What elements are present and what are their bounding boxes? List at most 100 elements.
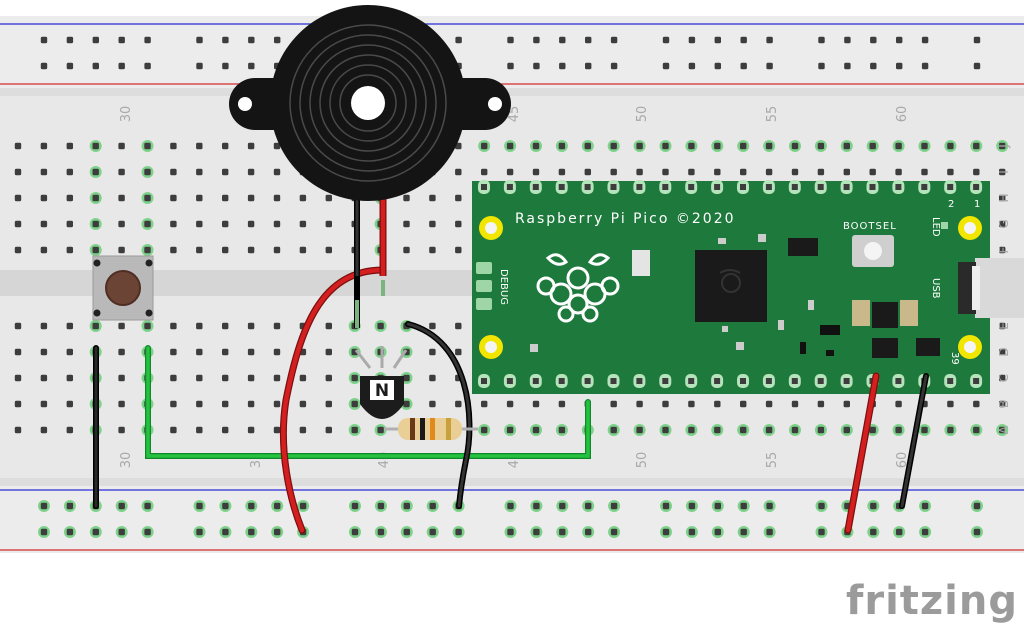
breadboard-hole	[688, 426, 695, 434]
breadboard-hole	[662, 400, 669, 408]
breadboard-hole	[532, 400, 540, 408]
breadboard-hole	[14, 322, 22, 330]
breadboard-hole	[196, 348, 203, 356]
breadboard-hole	[247, 220, 255, 228]
breadboard-hole	[455, 246, 462, 254]
pico-pin-hole	[558, 378, 565, 384]
breadboard-hole	[66, 502, 74, 510]
breadboard-hole	[144, 194, 151, 202]
breadboard-hole	[92, 142, 99, 150]
breadboard-hole	[247, 322, 255, 330]
breadboard-hole	[222, 168, 229, 176]
row-label: J	[997, 144, 1011, 149]
pico-pin-hole	[843, 378, 850, 384]
breadboard-hole	[844, 36, 851, 44]
breadboard-hole	[403, 246, 410, 254]
breadboard-hole	[196, 36, 203, 44]
pico-pin-hole	[688, 378, 695, 384]
breadboard-hole	[40, 246, 48, 254]
breadboard-hole	[170, 322, 177, 330]
breadboard-hole	[870, 502, 877, 510]
breadboard-hole	[714, 502, 721, 510]
pico-pin-hole	[636, 184, 643, 190]
breadboard-hole	[533, 36, 540, 44]
smd-part	[826, 350, 834, 356]
piezo-buzzer	[229, 5, 511, 328]
push-button	[92, 255, 154, 321]
breadboard-hole	[299, 194, 307, 202]
breadboard-hole	[196, 220, 203, 228]
breadboard-hole	[66, 36, 74, 44]
debug-label: DEBUG	[498, 269, 509, 305]
breadboard-hole	[947, 168, 954, 176]
breadboard-hole	[817, 400, 825, 408]
breadboard-hole	[610, 142, 617, 150]
breadboard-hole	[818, 36, 825, 44]
breadboard-hole	[299, 502, 307, 510]
breadboard-hole	[636, 142, 643, 150]
breadboard-hole	[973, 502, 981, 510]
breadboard-hole	[325, 348, 332, 356]
breadboard-hole	[273, 194, 281, 202]
breadboard-hole	[559, 36, 566, 44]
breadboard-hole	[818, 62, 825, 70]
breadboard-hole	[92, 168, 99, 176]
breadboard-hole	[144, 322, 151, 330]
breadboard-hole	[40, 348, 48, 356]
breadboard-hole	[585, 528, 592, 536]
breadboard-hole	[118, 36, 125, 44]
breadboard-hole	[688, 36, 696, 44]
row-label: H	[997, 193, 1011, 202]
breadboard-hole	[118, 426, 125, 434]
breadboard-hole	[429, 528, 436, 536]
breadboard-hole	[714, 400, 721, 408]
pin2-label: 2	[948, 199, 954, 210]
breadboard-hole	[921, 502, 929, 510]
breadboard-hole	[40, 322, 48, 330]
breadboard-hole	[869, 168, 876, 176]
breadboard-hole	[533, 62, 540, 70]
breadboard-hole	[274, 502, 281, 510]
breadboard-hole	[532, 142, 540, 150]
breadboard-hole	[507, 36, 514, 44]
breadboard-hole	[325, 220, 332, 228]
breadboard-hole	[870, 528, 877, 536]
breadboard-hole	[429, 374, 436, 382]
smd-part	[736, 342, 744, 350]
bottom-power-rail	[0, 486, 1024, 553]
breadboard-hole	[403, 220, 410, 228]
breadboard-hole	[921, 142, 928, 150]
mounting-holes	[479, 216, 982, 359]
breadboard-hole	[170, 220, 177, 228]
smd-part	[758, 234, 766, 242]
pico-pin-hole	[817, 378, 824, 384]
breadboard-hole	[247, 194, 255, 202]
breadboard-hole	[740, 62, 747, 70]
breadboard-hole	[429, 400, 436, 408]
breadboard-hole	[40, 528, 48, 536]
breadboard-hole	[636, 400, 643, 408]
breadboard-hole	[766, 528, 773, 536]
row-label: D	[997, 347, 1011, 356]
breadboard-hole	[14, 168, 22, 176]
breadboard-hole	[273, 348, 281, 356]
breadboard-hole	[999, 400, 1006, 408]
row-label: A	[997, 425, 1011, 434]
breadboard-hole	[973, 62, 981, 70]
breadboard-hole	[506, 142, 514, 150]
column-label-bottom: 60	[895, 452, 910, 469]
breadboard-hole	[118, 400, 125, 408]
breadboard-hole	[662, 62, 670, 70]
breadboard-hole	[403, 528, 410, 536]
breadboard-hole	[222, 528, 229, 536]
breadboard-hole	[351, 528, 359, 536]
pico-pin-hole	[481, 378, 487, 384]
bottom-rail-divider	[0, 478, 1024, 486]
breadboard-hole	[662, 502, 670, 510]
breadboard-hole	[222, 322, 229, 330]
breadboard-hole	[921, 36, 929, 44]
breadboard-hole	[999, 426, 1006, 434]
capacitor	[852, 300, 870, 326]
breadboard-hole	[817, 426, 825, 434]
breadboard-hole	[273, 322, 281, 330]
